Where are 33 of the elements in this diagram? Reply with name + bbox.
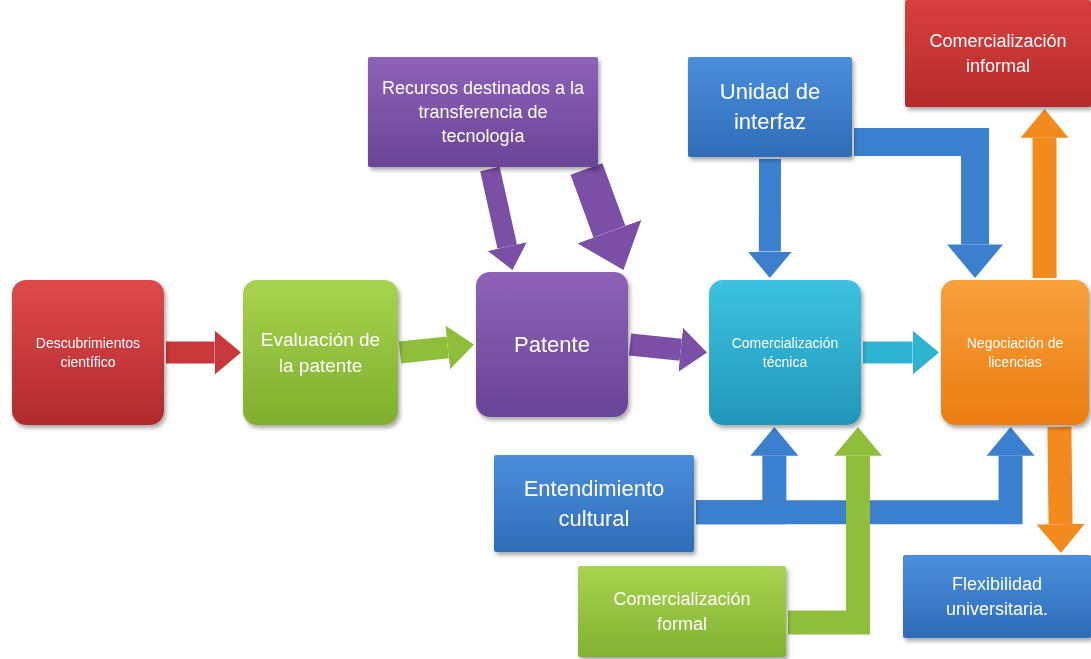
factor-box <box>494 455 694 552</box>
block-arrow <box>166 330 241 375</box>
block-arrow <box>1020 109 1069 278</box>
block-arrow <box>854 128 1004 278</box>
block-arrow <box>747 158 792 278</box>
block-arrow <box>696 427 1035 525</box>
block-arrow <box>863 330 939 375</box>
node-label: Evaluación de la patente <box>259 327 382 378</box>
factor-box <box>903 555 1091 638</box>
factor-box <box>688 57 852 157</box>
step-box <box>476 272 628 417</box>
node-label: Unidad de interfaz <box>718 78 822 136</box>
factor-box <box>368 57 598 167</box>
node-label: Comercialización técnica <box>730 333 840 372</box>
step-box <box>709 280 861 425</box>
node-label: Patente <box>514 330 590 359</box>
step-box <box>12 280 164 425</box>
node-label: Negociación de licencias <box>965 333 1065 372</box>
block-arrow <box>1036 426 1085 553</box>
block-arrow <box>570 163 642 270</box>
step-box <box>941 280 1089 425</box>
factor-box <box>578 566 786 657</box>
node-label: Flexibilidad universitaria. <box>944 573 1049 621</box>
block-arrow <box>480 166 527 270</box>
node-label: Descubrimientos científico <box>34 333 142 372</box>
node-label: Comercialización informal <box>928 30 1068 78</box>
node-label: Recursos destinados a la transferencia de tecnología <box>380 76 586 149</box>
node-label: Comercialización formal <box>612 588 752 636</box>
factor-box <box>905 0 1091 107</box>
block-arrow <box>398 325 474 370</box>
node-label: Entendimiento cultural <box>522 474 666 533</box>
step-box <box>243 280 398 425</box>
block-arrow <box>628 327 707 372</box>
